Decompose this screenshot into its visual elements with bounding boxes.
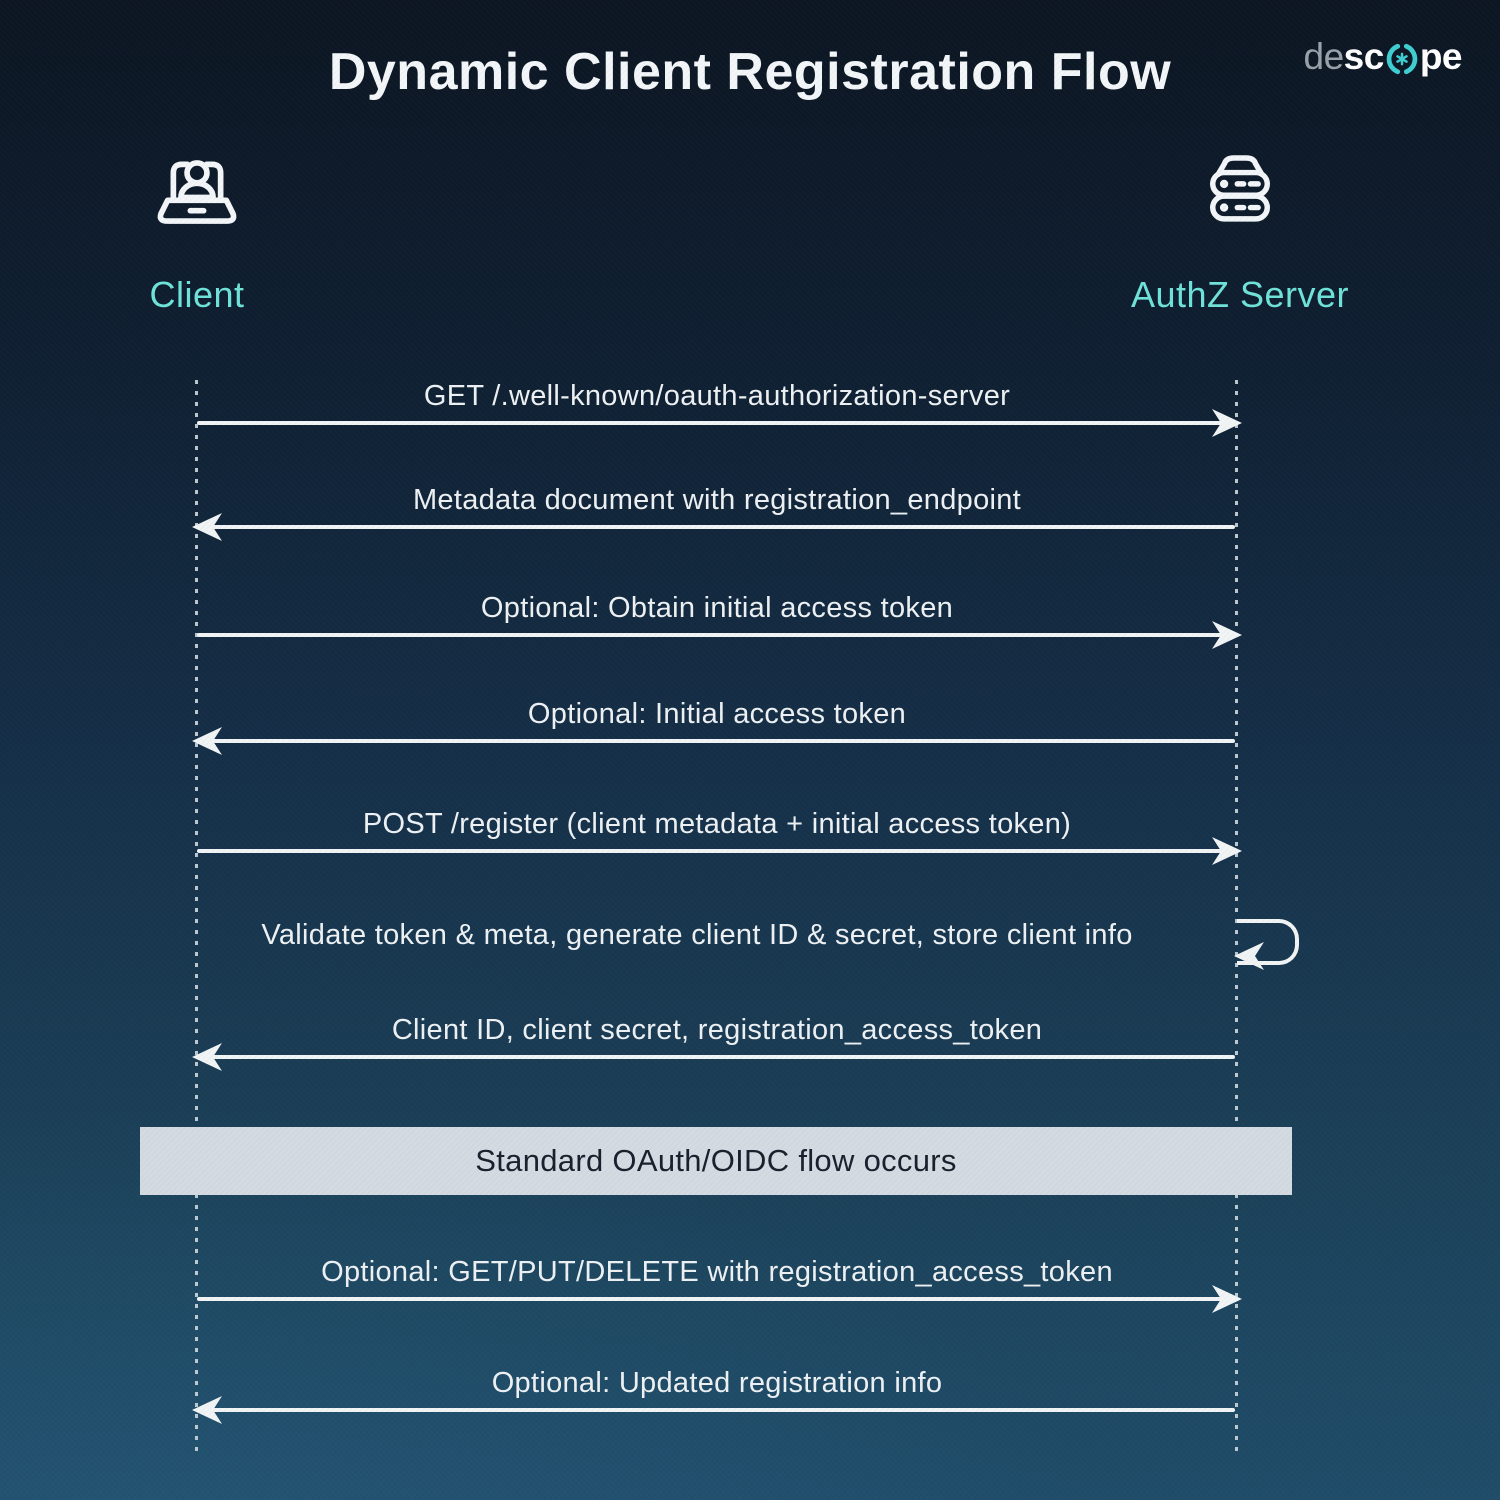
logo-text-de: de bbox=[1303, 36, 1345, 77]
actor-authz-server: AuthZ Server bbox=[1090, 138, 1390, 316]
server-stack-icon bbox=[1090, 138, 1390, 238]
arrow-line bbox=[197, 1297, 1235, 1301]
arrow-line bbox=[197, 1408, 1235, 1412]
laptop-user-icon bbox=[67, 138, 327, 238]
message-label: Optional: Obtain initial access token bbox=[480, 592, 954, 624]
message-label: Optional: GET/PUT/DELETE with registrati… bbox=[321, 1256, 1113, 1288]
oauth-flow-band: Standard OAuth/OIDC flow occurs bbox=[140, 1127, 1292, 1195]
actor-client-label: Client bbox=[149, 274, 245, 315]
lifeline-authz-server bbox=[1235, 380, 1238, 1456]
message-label: POST /register (client metadata + initia… bbox=[362, 808, 1072, 840]
message-label: Optional: Updated registration info bbox=[491, 1367, 943, 1399]
arrow-line bbox=[197, 849, 1235, 853]
arrow-line bbox=[197, 739, 1235, 743]
arrow-line bbox=[197, 525, 1235, 529]
actor-authz-server-label: AuthZ Server bbox=[1130, 274, 1350, 315]
lifeline-client bbox=[195, 380, 198, 1456]
arrow-line bbox=[197, 633, 1235, 637]
arrow-line bbox=[197, 1055, 1235, 1059]
logo-text-pe: pe bbox=[1419, 36, 1463, 77]
message-label: Validate token & meta, generate client I… bbox=[261, 919, 1133, 951]
oauth-flow-band-label: Standard OAuth/OIDC flow occurs bbox=[475, 1143, 957, 1178]
message-label: Optional: Initial access token bbox=[527, 698, 907, 730]
page-title: Dynamic Client Registration Flow bbox=[328, 43, 1172, 101]
logo-text-sc: sc bbox=[1343, 36, 1385, 77]
message-label: GET /.well-known/oauth-authorization-ser… bbox=[423, 380, 1011, 412]
logo-braces-asterisk-icon bbox=[1384, 38, 1420, 76]
actor-client: Client bbox=[67, 138, 327, 316]
message-label: Client ID, client secret, registration_a… bbox=[391, 1014, 1043, 1046]
message-label: Metadata document with registration_endp… bbox=[412, 484, 1022, 516]
arrow-line bbox=[197, 421, 1235, 425]
self-loop-arrow-icon bbox=[1237, 919, 1299, 965]
